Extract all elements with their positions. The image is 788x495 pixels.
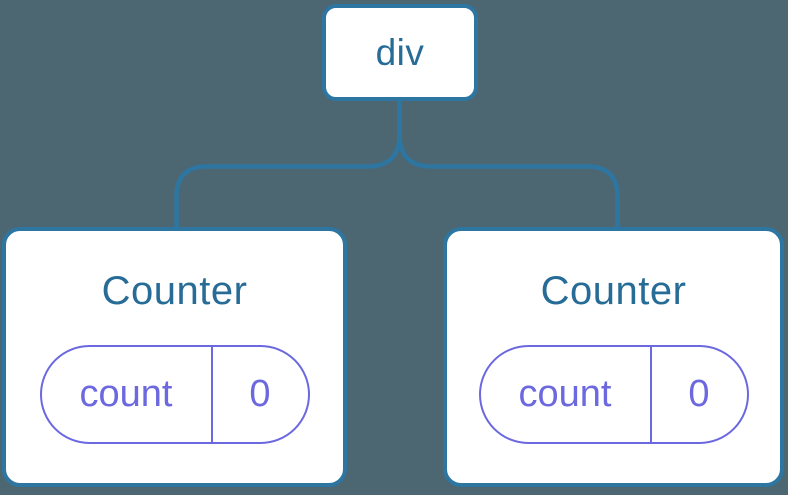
root-node-div: div (322, 4, 478, 101)
state-pill: count 0 (478, 344, 749, 444)
state-pill: count 0 (39, 344, 310, 444)
state-value-cell: 0 (652, 347, 747, 442)
state-key-cell: count (481, 347, 650, 442)
state-value-label: 0 (688, 373, 710, 415)
counter-node-left: Counter count 0 (2, 227, 347, 487)
counter-node-right: Counter count 0 (443, 227, 784, 487)
state-value-label: 0 (249, 373, 271, 415)
state-key-label: count (518, 373, 612, 415)
connector-branch-right (397, 131, 620, 230)
counter-title: Counter (101, 268, 248, 313)
state-key-label: count (79, 373, 173, 415)
state-divider (210, 346, 213, 442)
state-divider (649, 346, 652, 442)
connector-branch-left (174, 131, 402, 230)
root-node-label: div (375, 31, 425, 73)
state-key-cell: count (42, 347, 211, 442)
counter-title: Counter (540, 268, 687, 313)
state-value-cell: 0 (213, 347, 308, 442)
